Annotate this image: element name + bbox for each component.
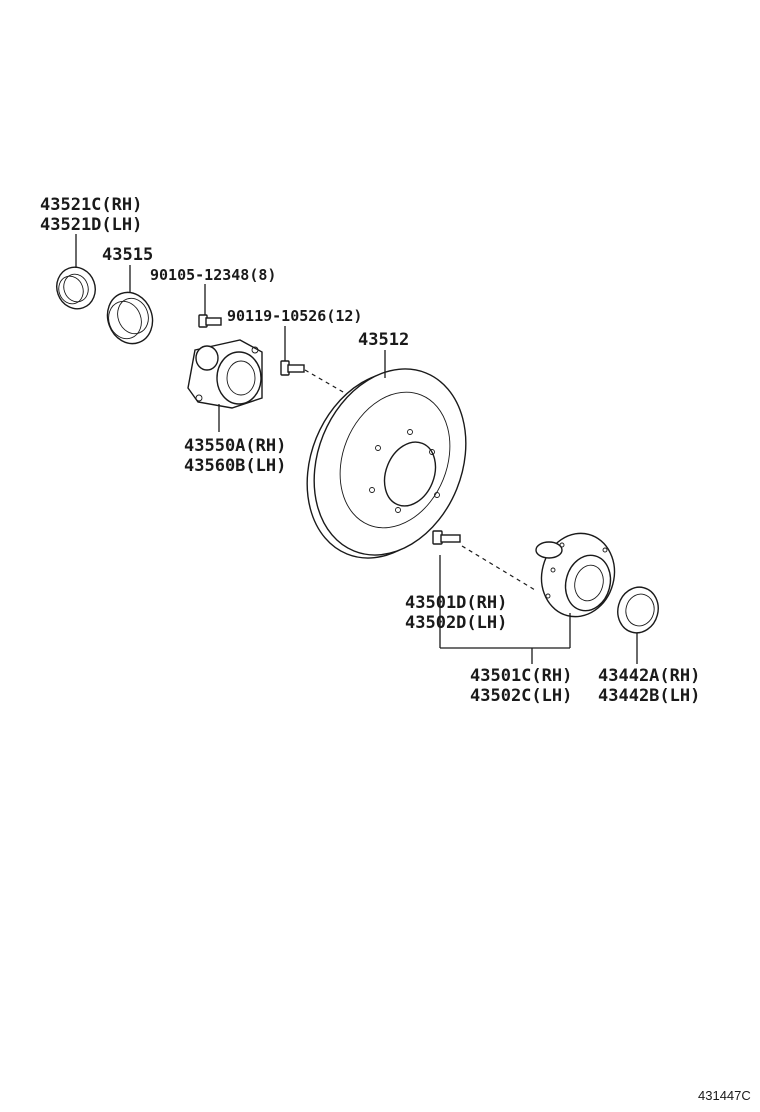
small-bolt-label: 90105-12348(8): [150, 266, 276, 284]
hub-seal-part[interactable]: [613, 583, 664, 638]
hub-bracket: [439, 555, 571, 664]
seal-lh-label: 43442B(LH): [598, 686, 700, 706]
bearing-label: 43515: [102, 245, 153, 265]
knuckle-part[interactable]: [187, 339, 263, 409]
oil-seal-rh-label: 43521C(RH): [40, 195, 142, 215]
brake-disc-part[interactable]: [280, 346, 492, 581]
seal-rh-label: 43442A(RH): [598, 666, 700, 686]
axle-hub-part[interactable]: [532, 525, 623, 625]
hub-lh-label: 43502C(LH): [470, 686, 572, 706]
oil-seal-part[interactable]: [51, 262, 101, 314]
hub-bolt-dashline: [304, 369, 351, 397]
oil-seal-lh-label: 43521D(LH): [40, 215, 142, 235]
knuckle-rh-label: 43550A(RH): [184, 436, 286, 456]
stud-rh-label: 43501D(RH): [405, 593, 507, 613]
small-bolt-part[interactable]: [198, 314, 222, 328]
hub-rh-label: 43501C(RH): [470, 666, 572, 686]
reference-code: 431447C: [698, 1088, 751, 1103]
stud-dashline: [461, 545, 536, 591]
stud-lh-label: 43502D(LH): [405, 613, 507, 633]
knuckle-lh-label: 43560B(LH): [184, 456, 286, 476]
wheel-stud-part[interactable]: [432, 530, 461, 545]
hub-bolt-part[interactable]: [280, 360, 305, 376]
bearing-part[interactable]: [100, 286, 159, 350]
hub-bolt-label: 90119-10526(12): [227, 307, 362, 325]
brake-disc-label: 43512: [358, 330, 409, 350]
